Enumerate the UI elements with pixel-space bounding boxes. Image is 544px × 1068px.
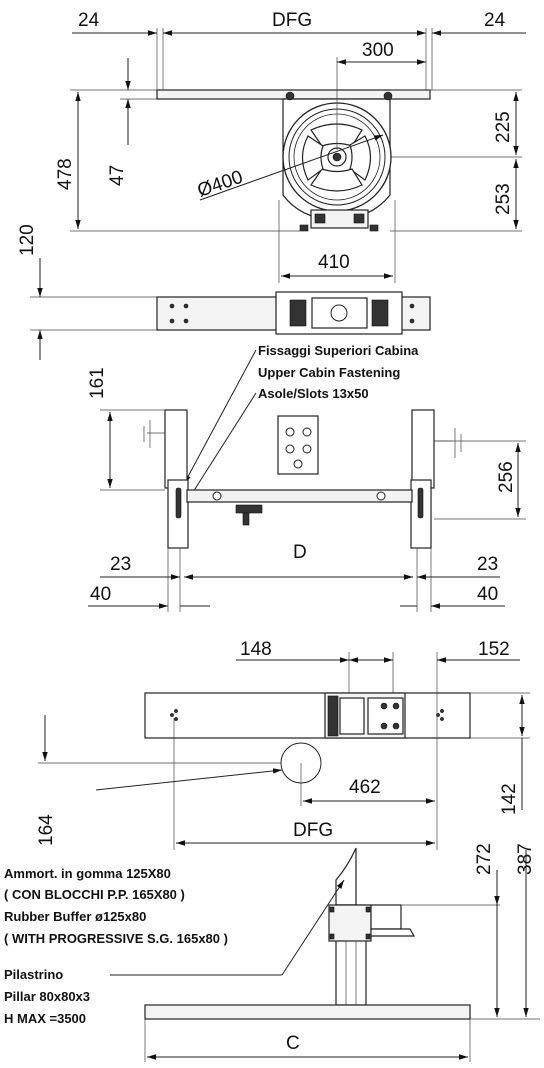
- dim-pit-dfg: DFG: [293, 820, 333, 841]
- buffer-body: [335, 847, 357, 906]
- dim-164: 164: [36, 814, 57, 846]
- top-view: 24 DFG 24 300 478 47 Ø400 225 253 410: [55, 10, 526, 283]
- buffer-note-it-2: ( CON BLOCCHI P.P. 165X80 ): [4, 887, 185, 902]
- dim-40-right: 40: [477, 584, 498, 605]
- pillar-note-hmax: H MAX =3500: [4, 1011, 86, 1026]
- left-upright: [164, 409, 188, 489]
- note-slots: Asole/Slots 13x50: [258, 386, 369, 401]
- dim-148: 148: [240, 639, 272, 660]
- dim-d: D: [293, 542, 307, 563]
- buffer-note-en-2: ( WITH PROGRESSIVE S.G. 165x80 ): [4, 931, 228, 946]
- dim-top-dfg: DFG: [272, 10, 312, 31]
- front-view: Fissaggi Superiori Cabina Upper Cabin Fa…: [87, 343, 526, 612]
- dim-253: 253: [493, 183, 514, 215]
- dim-23-right: 23: [477, 554, 498, 575]
- dim-47: 47: [107, 165, 128, 186]
- pillar-note-it: Pilastrino: [4, 967, 63, 982]
- dim-23-left: 23: [110, 554, 131, 575]
- buffer-note-it-1: Ammort. in gomma 125X80: [4, 866, 171, 881]
- pit-plan-view: 148 152 462 142 164 DFG: [36, 639, 530, 850]
- dim-462: 462: [349, 777, 381, 798]
- note-fastening-en: Upper Cabin Fastening: [258, 365, 400, 380]
- crossbar: [186, 489, 413, 503]
- pillar-base: [144, 1004, 471, 1020]
- dim-300: 300: [362, 40, 394, 61]
- right-upright: [411, 409, 435, 489]
- pit-beam: [144, 692, 471, 739]
- side-section: 120: [17, 224, 431, 360]
- dim-142: 142: [499, 783, 520, 815]
- dim-387: 387: [515, 843, 536, 875]
- note-fastening-it: Fissaggi Superiori Cabina: [258, 343, 419, 358]
- dim-c: C: [286, 1033, 300, 1054]
- dim-161: 161: [87, 367, 108, 399]
- dim-225: 225: [493, 111, 514, 143]
- dim-410: 410: [318, 252, 350, 273]
- dim-top-left-24: 24: [78, 10, 100, 31]
- dim-diameter-400: Ø400: [195, 167, 246, 202]
- dim-256: 256: [496, 461, 517, 493]
- dim-top-right-24: 24: [484, 10, 506, 31]
- buffer-side-view: 272 387 C Ammort. in gomma 125X80 ( CON …: [4, 843, 540, 1062]
- dim-40-left: 40: [90, 584, 111, 605]
- dim-272: 272: [474, 843, 495, 875]
- dim-120: 120: [17, 224, 38, 256]
- dim-152: 152: [478, 639, 510, 660]
- dim-478: 478: [55, 158, 76, 190]
- buffer-note-en-1: Rubber Buffer ø125x80: [4, 909, 146, 924]
- pillar-note-en: Pillar 80x80x3: [4, 989, 90, 1004]
